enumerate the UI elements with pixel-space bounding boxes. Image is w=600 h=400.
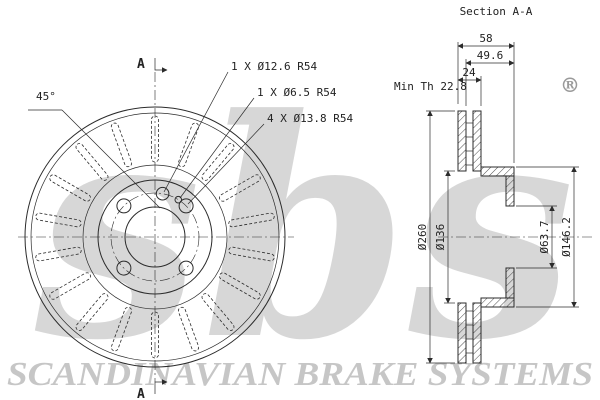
inner-plate-top (472, 110, 482, 172)
hat-wall-bottom (480, 297, 515, 308)
label-hole-6-5: 1 X Ø6.5 R54 (257, 86, 337, 99)
leader-12-6 (163, 71, 229, 193)
bolt-circle (110, 192, 200, 282)
dim-hat-depth: 49.6 (477, 49, 504, 62)
label-hole-12-6: 1 X Ø12.6 R54 (231, 60, 317, 73)
section-arrow-top (154, 58, 168, 73)
hat-wall-top (480, 166, 515, 177)
center-bore-circle (124, 206, 186, 268)
watermark-logo: sbs (30, 53, 575, 400)
outer-edge-circle (24, 106, 286, 368)
front-view: 1 X Ø12.6 R54 1 X Ø6.5 R54 4 X Ø13.8 R54… (18, 57, 353, 400)
section-marker-bottom: A (137, 379, 168, 400)
section-view: Section A-A (394, 5, 592, 364)
section-marker-a-bottom: A (137, 387, 145, 400)
section-marker-top: A (137, 57, 168, 73)
label-hole-13-8: 4 X Ø13.8 R54 (267, 112, 353, 125)
dim-outer-diameter: Ø260 (416, 224, 429, 251)
angle-leg-diagonal (61, 109, 161, 209)
hole-6-5 (174, 195, 183, 204)
leader-6-5 (179, 97, 255, 199)
bolt-holes (116, 198, 194, 276)
flange-bottom (505, 267, 515, 299)
vent-gap-lines (466, 122, 473, 354)
dim-friction-inner-diameter: Ø136 (434, 224, 447, 251)
dim-min-thickness: Min Th 22.8 (394, 80, 467, 93)
hole-12-6 (155, 186, 170, 201)
section-arrow-bottom (154, 379, 168, 394)
dim-hat-diameter: Ø146.2 (560, 217, 573, 257)
label-angle-45: 45° (36, 90, 56, 103)
outer-plate-bottom (457, 302, 467, 364)
dimension-lines (427, 43, 577, 364)
dim-total-width: 58 (479, 32, 492, 45)
vent-inner-circle (82, 164, 228, 310)
cross-section (457, 110, 515, 364)
outer-plate-top (457, 110, 467, 172)
dim-thickness: 24 (462, 66, 476, 79)
inner-plate-bottom (472, 302, 482, 364)
hub-circle (97, 179, 213, 295)
flange-top (505, 175, 515, 207)
watermark: sbs ® SCANDINAVIAN BRAKE SYSTEMS (7, 53, 593, 400)
rim-circle (30, 112, 280, 362)
registered-trademark-icon: ® (560, 73, 580, 97)
dim-bore-diameter: Ø63.7 (538, 220, 551, 253)
section-marker-a-top: A (137, 57, 145, 72)
leader-13-8 (187, 123, 265, 205)
watermark-banner: SCANDINAVIAN BRAKE SYSTEMS (7, 356, 593, 393)
section-title: Section A-A (460, 5, 533, 18)
